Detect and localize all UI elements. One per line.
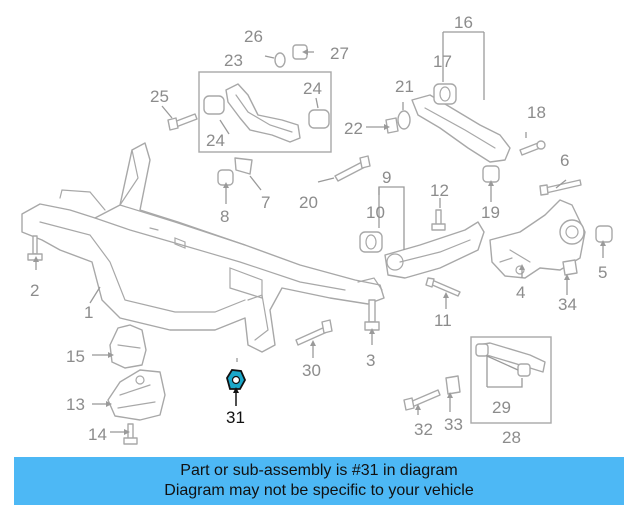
label-part-21: 21 [395,77,414,96]
label-part-10: 10 [366,203,385,222]
bolt-part-30 [295,319,333,346]
bolt-part-20 [334,155,371,182]
bolt-part-12 [431,209,446,231]
bushing-part-29b [517,363,531,377]
label-part-6: 6 [560,151,569,170]
trailing-arm-part-16 [411,94,511,163]
bushing-part-24b [308,109,330,129]
bushing-part-10 [359,231,383,253]
label-part-19: 19 [481,203,500,222]
label-part-27: 27 [330,44,349,63]
label-part-14: 14 [88,425,107,444]
bushing-part-24a [203,95,225,115]
knuckle-part-4 [489,199,586,279]
label-part-31: 31 [226,408,245,427]
label-part-23: 23 [224,51,243,70]
bolt-part-18 [519,140,546,156]
label-part-17: 17 [433,52,452,71]
label-part-28: 28 [502,428,521,447]
bolt-part-14 [123,423,138,445]
label-part-3: 3 [366,351,375,370]
bolt-part-11 [425,277,461,297]
label-part-18: 18 [527,103,546,122]
part-labels: 1 2 3 4 5 6 7 8 9 10 11 12 13 14 15 16 1… [30,13,607,447]
banner-line-2: Diagram may not be specific to your vehi… [164,482,474,499]
label-part-9: 9 [382,168,391,187]
label-part-2: 2 [30,281,39,300]
info-banner: Part or sub-assembly is #31 in diagram D… [14,457,624,505]
assembly-box-23 [198,71,332,153]
plate-part-33 [445,375,461,395]
label-part-32: 32 [414,420,433,439]
label-part-1: 1 [84,303,93,322]
highlighted-part-31[interactable] [226,369,247,390]
bolt-part-6 [539,179,582,196]
banner-line-1: Part or sub-assembly is #31 in diagram [180,462,458,479]
mount-part-15 [109,324,147,369]
label-part-26: 26 [244,27,263,46]
label-part-34: 34 [558,295,577,314]
assembly-box-28 [470,336,552,424]
label-part-4: 4 [516,283,525,302]
label-part-5: 5 [598,263,607,282]
bracket-part-7 [234,157,253,175]
arrowheads [33,49,606,435]
label-part-7: 7 [261,193,270,212]
label-part-11: 11 [434,311,452,330]
mount-part-13 [107,369,166,421]
bushing-part-8 [217,169,234,186]
label-part-30: 30 [302,361,321,380]
bolt-part-25 [167,113,198,131]
washer-part-21 [397,110,411,130]
label-part-20: 20 [299,193,318,212]
bushing-part-5 [595,225,613,243]
subframe [21,142,385,353]
bolt-part-2 [27,235,43,261]
label-part-15: 15 [66,347,85,366]
label-part-24b: 24 [303,79,322,98]
leader-lines [35,31,604,433]
label-part-8: 8 [220,207,229,226]
nut-part-22 [385,117,399,134]
label-part-25: 25 [150,87,169,106]
washer-part-26 [274,52,286,68]
nut-part-34 [562,259,578,276]
label-part-33: 33 [444,415,463,434]
upper-arm-part-23 [225,83,301,143]
label-part-24a: 24 [206,131,225,150]
label-part-22: 22 [344,119,363,138]
bushing-part-17 [433,83,457,105]
bolt-part-3 [364,299,380,331]
bushing-part-19 [482,165,500,183]
label-part-13: 13 [66,395,85,414]
label-part-16: 16 [454,13,473,32]
label-part-12: 12 [430,181,449,200]
bolt-part-32 [403,389,441,411]
bushing-part-29a [475,343,489,357]
control-arm-part-9 [384,221,485,279]
label-part-29: 29 [492,398,511,417]
